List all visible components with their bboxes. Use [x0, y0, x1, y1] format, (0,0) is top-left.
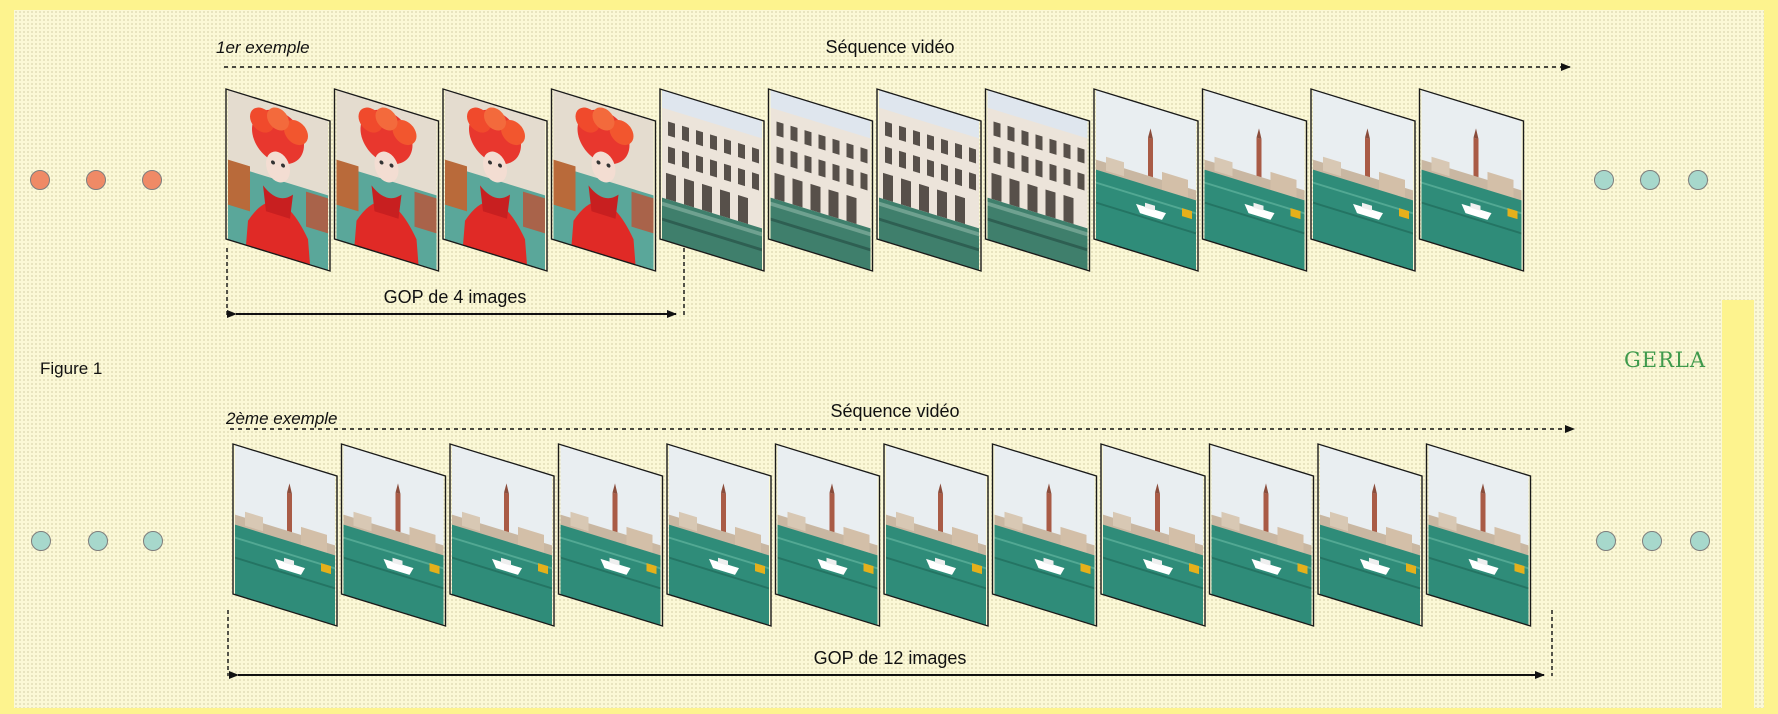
video-frame: [449, 443, 555, 627]
trailing-dot: [1596, 531, 1616, 551]
video-frame: [333, 88, 440, 272]
video-frame: [557, 443, 664, 627]
example-1-gop-label: GOP de 4 images: [384, 287, 527, 307]
trailing-dot: [1690, 531, 1710, 551]
video-frame: [883, 443, 989, 627]
leading-dot: [142, 170, 162, 190]
trailing-dot: [1688, 170, 1708, 190]
background-band: [1722, 300, 1754, 708]
example-2-sequence-label: Séquence vidéo: [830, 401, 959, 421]
leading-dot: [86, 170, 106, 190]
video-frame: [1100, 443, 1206, 627]
video-frame: [774, 443, 881, 627]
video-frame: [1418, 88, 1525, 272]
video-frame: [1208, 443, 1315, 627]
video-frame: [550, 88, 657, 272]
example-1-trailing-dots: [1594, 170, 1708, 190]
video-frame: [1201, 88, 1308, 272]
video-frame: [1310, 88, 1416, 272]
example-1-sequence-label: Séquence vidéo: [825, 37, 954, 57]
video-frame: [767, 88, 874, 272]
video-frame: [340, 443, 447, 627]
video-frame: [1093, 88, 1199, 272]
video-frame: [232, 443, 338, 627]
leading-dot: [143, 531, 163, 551]
leading-dot: [31, 531, 51, 551]
example-1-label: 1er exemple: [216, 38, 310, 57]
example-1-frames: [225, 88, 1525, 272]
example-1-row: 1er exemple Séquence vidéo GOP de 4 imag…: [30, 37, 1708, 318]
gerla-logo: GERLA: [1624, 348, 1706, 372]
example-2-row: 2ème exemple Séquence vidéo GOP de 12 im…: [31, 401, 1710, 679]
video-frame: [1317, 443, 1423, 627]
trailing-dot: [1594, 170, 1614, 190]
figure-label: Figure 1: [40, 359, 102, 378]
trailing-dot: [1642, 531, 1662, 551]
example-2-label: 2ème exemple: [225, 409, 338, 428]
example-2-trailing-dots: [1596, 531, 1710, 551]
example-2-gop-label: GOP de 12 images: [814, 648, 967, 668]
trailing-dot: [1640, 170, 1660, 190]
example-1-leading-dots: [30, 170, 162, 190]
video-frame: [659, 88, 765, 272]
example-2-frames: [232, 443, 1532, 627]
video-frame: [225, 88, 331, 272]
video-frame: [984, 88, 1091, 272]
video-frame: [666, 443, 772, 627]
video-frame: [991, 443, 1098, 627]
video-frame: [442, 88, 548, 272]
video-frame: [876, 88, 982, 272]
leading-dot: [88, 531, 108, 551]
video-frame: [1425, 443, 1532, 627]
leading-dot: [30, 170, 50, 190]
example-2-leading-dots: [31, 531, 163, 551]
